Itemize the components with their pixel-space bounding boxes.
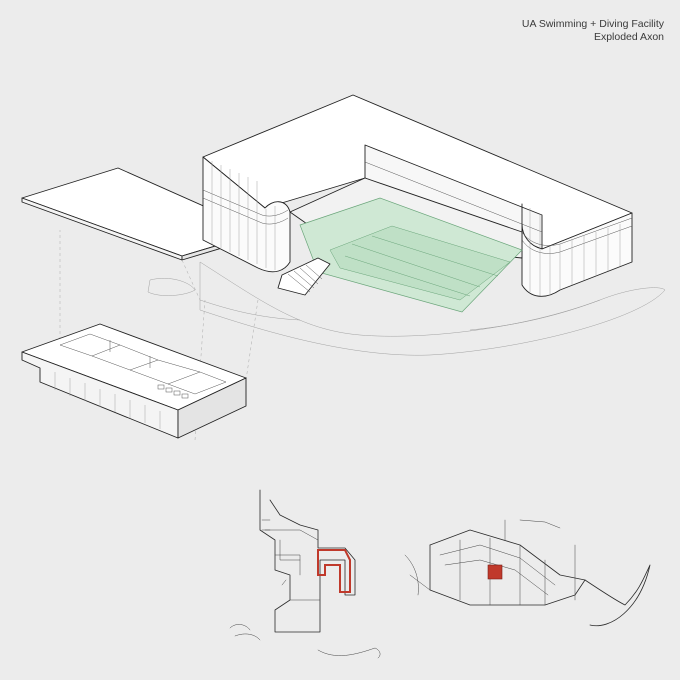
plan-sketch: [229, 489, 381, 659]
exploded-axon-main-building: [202, 94, 633, 313]
drawing-title: UA Swimming + Diving Facility: [521, 18, 664, 30]
projection-lines: [59, 230, 259, 441]
section-perspective-sketch: [404, 519, 651, 627]
plan-highlight-red: [317, 549, 351, 593]
exploded-axon-lower-level: [21, 323, 247, 439]
entry-stair: [277, 257, 331, 296]
east-wing-facade: [521, 203, 633, 297]
pool-basin: [329, 225, 511, 301]
title-block: UA Swimming + Diving Facility Exploded A…: [522, 18, 664, 44]
drawing-subtitle: Exploded Axon: [593, 31, 664, 43]
lower-level-fixtures: [157, 384, 189, 399]
section-highlight-red: [487, 564, 503, 580]
west-wing-facade: [202, 156, 291, 273]
site-ground-lines: [147, 261, 666, 356]
